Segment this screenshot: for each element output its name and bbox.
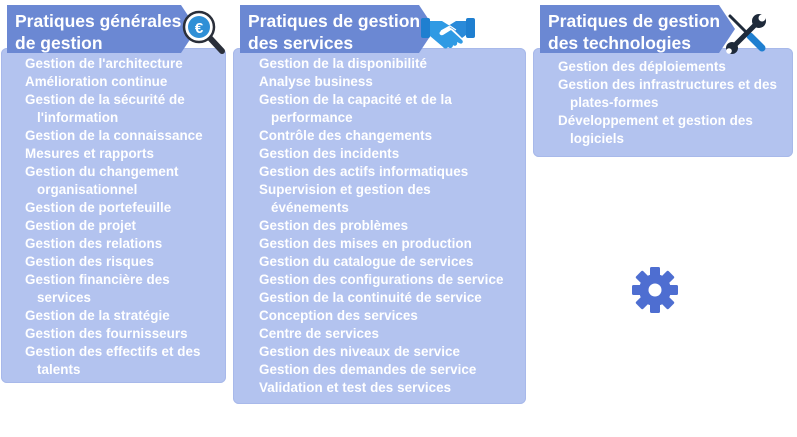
list-item: Gestion des actifs informatiques [259,164,469,179]
list-item: Gestion des risques [25,254,154,269]
list-item: Gestion des déploiements [558,59,726,74]
list-item: Gestion de la sécurité de l'information [25,92,185,125]
list-item: Centre de services [259,326,379,341]
list-item: Gestion de la stratégie [25,308,170,323]
list-item: Gestion des effectifs et des talents [25,344,201,377]
list-item: Gestion de l'architecture [25,56,183,71]
list-item: Gestion des relations [25,236,163,251]
general-practices-panel [1,48,226,383]
list-item: Mesures et rapports [25,146,154,161]
list-item: Gestion des mises en production [259,236,472,251]
header-line: Pratiques de gestion [248,11,421,31]
header-line: Pratiques générales [15,11,182,31]
list-item: Gestion de projet [25,218,136,233]
service-practices-list: Gestion de la disponibilité Analyse busi… [259,55,521,397]
technology-practices-header: Pratiques de gestion des technologies [540,5,735,53]
list-item: Amélioration continue [25,74,168,89]
tools-icon [726,14,766,54]
general-practices-list: Gestion de l'architecture Amélioration c… [25,55,225,379]
list-item: Gestion de portefeuille [25,200,172,215]
list-item: Supervision et gestion des événements [259,182,431,215]
list-item: Validation et test des services [259,380,452,395]
header-line: des technologies [548,33,691,53]
list-item: Gestion des infrastructures et des plate… [558,77,777,110]
list-item: Gestion de la connaissance [25,128,203,143]
list-item: Conception des services [259,308,418,323]
service-practices-panel [233,48,526,404]
list-item: Gestion de la capacité et de la performa… [259,92,452,125]
list-item: Gestion des niveaux de service [259,344,460,359]
list-item: Gestion de la continuité de service [259,290,482,305]
list-item: Gestion de la disponibilité [259,56,428,71]
header-line: des services [248,33,354,53]
euro-magnifier-icon: € [182,10,225,54]
list-item: Contrôle des changements [259,128,433,143]
list-item: Gestion financière des services [25,272,170,305]
list-item: Gestion du changement organisationnel [25,164,179,197]
technology-practices-list: Gestion des déploiements Gestion des inf… [558,58,783,148]
gear-icon [632,267,678,313]
list-item: Gestion des incidents [259,146,400,161]
header-line: de gestion [15,33,103,53]
service-practices-header: Pratiques de gestion des services [240,5,435,53]
list-item: Gestion des demandes de service [259,362,477,377]
list-item: Gestion du catalogue de services [259,254,474,269]
svg-text:€: € [195,20,204,37]
technology-practices-panel [533,48,793,157]
list-item: Gestion des fournisseurs [25,326,188,341]
list-item: Analyse business [259,74,373,89]
list-item: Gestion des problèmes [259,218,409,233]
list-item: Développement et gestion des logiciels [558,113,753,146]
header-line: Pratiques de gestion [548,11,721,31]
list-item: Gestion des configurations de service [259,272,504,287]
general-practices-header: Pratiques générales de gestion [7,5,197,53]
handshake-icon [421,18,475,49]
